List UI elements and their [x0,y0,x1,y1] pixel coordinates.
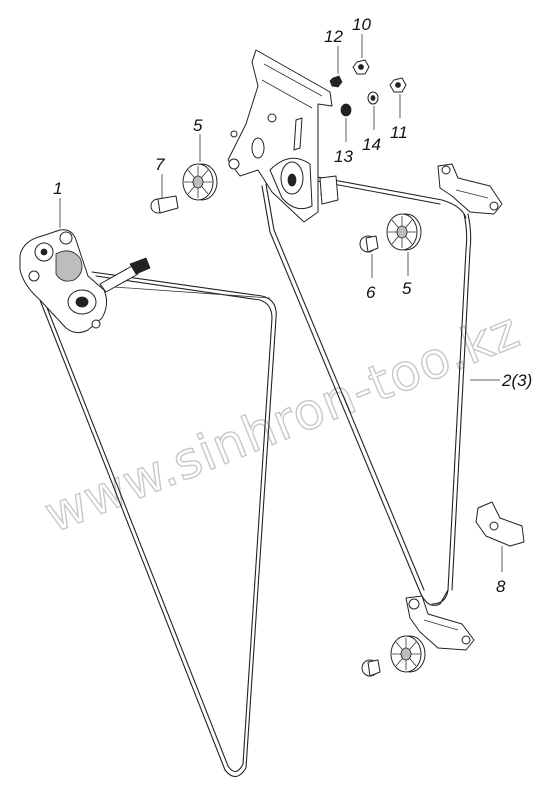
upper-right-bracket [437,163,503,215]
watermark: www.sinhron-too.kz [36,300,528,545]
lower-bracket [405,595,475,651]
mounting-bracket [227,49,339,223]
watermark-text: www.sinhron-too.kz [37,301,528,544]
callout-13: 13 [334,147,353,166]
callout-8: 8 [496,577,506,596]
pin-bottom [361,659,381,677]
callout-6: 6 [366,283,376,302]
leaders [161,34,503,572]
callout-12: 12 [324,27,343,46]
callout-10: 10 [352,15,371,34]
callout-5-top: 5 [193,116,203,135]
pin-part-6 [359,235,379,253]
washer-part-13 [340,103,352,117]
clip-part-8 [475,501,525,547]
callout-11: 11 [390,123,408,142]
callout-7: 7 [155,155,165,174]
callout-14: 14 [362,135,381,154]
callout-1: 1 [53,179,62,198]
drive-unit-part-1 [19,229,151,334]
pulley-bottom [390,635,426,673]
left-regulator-cable [39,271,277,778]
fasteners [329,59,407,117]
pulley-part-5-top [182,163,218,201]
callout-2-3: 2(3) [501,371,532,390]
pulley-part-5-middle [386,213,422,251]
right-regulator-cable [261,175,472,607]
nut-part-12 [329,75,343,88]
bolt-part-7 [150,195,179,214]
callout-5-middle: 5 [402,279,412,298]
